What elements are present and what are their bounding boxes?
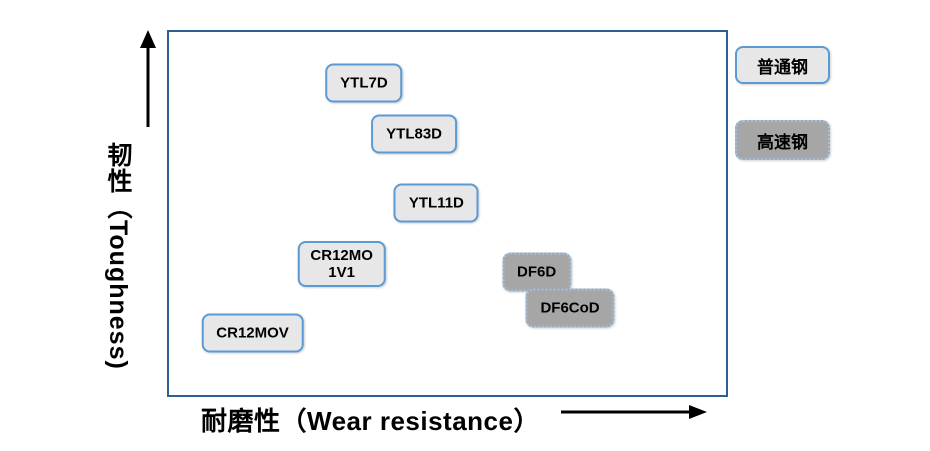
material-box-cr12mo-1v1: CR12MO 1V1: [297, 241, 386, 288]
material-box-ytl7d: YTL7D: [325, 63, 403, 103]
legend-item-ordinary-steel: 普通钢: [735, 46, 830, 84]
x-axis-label: 耐磨性（Wear resistance）: [201, 406, 540, 436]
material-box-cr12mov: CR12MOV: [201, 313, 304, 353]
y-axis-label: 韧性（Toughness): [104, 142, 132, 370]
material-box-df6cod: DF6CoD: [525, 288, 615, 328]
material-box-ytl11d: YTL11D: [393, 183, 479, 223]
y-axis-arrow-icon: [140, 30, 156, 127]
x-axis-arrow-icon: [561, 405, 707, 419]
material-box-ytl83d: YTL83D: [371, 114, 458, 154]
legend-item-high-speed-steel: 高速钢: [735, 120, 830, 160]
material-box-df6d: DF6D: [502, 252, 572, 292]
